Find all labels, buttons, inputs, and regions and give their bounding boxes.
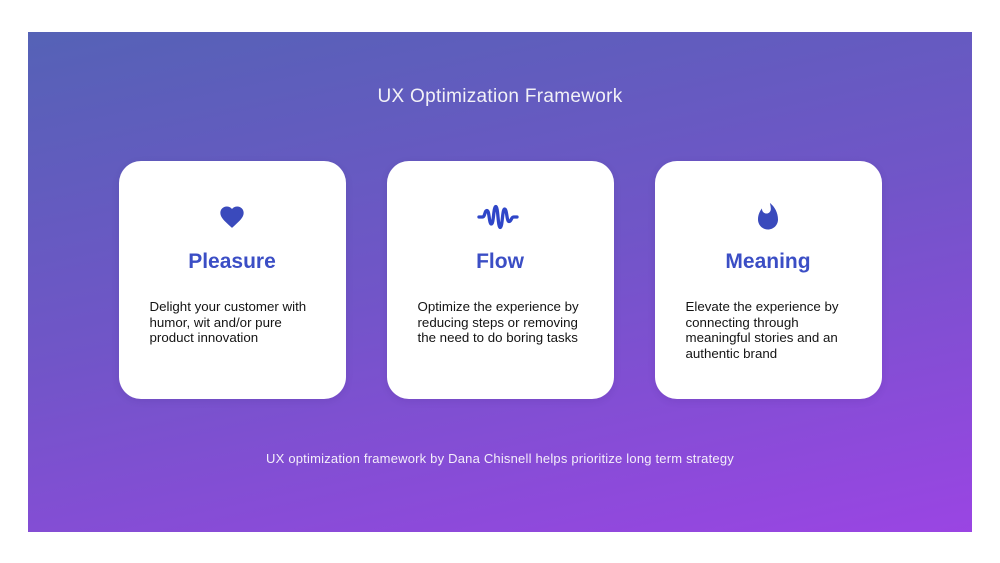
slide-background: UX Optimization Framework Pleasure Delig… [28, 32, 972, 532]
card-description-meaning: Elevate the experience by connecting thr… [685, 299, 839, 361]
card-title-pleasure: Pleasure [188, 250, 276, 273]
cards-row: Pleasure Delight your customer with humo… [28, 161, 972, 399]
card-title-meaning: Meaning [725, 250, 811, 273]
card-meaning: Meaning Elevate the experience by connec… [654, 161, 882, 399]
waveform-icon [476, 197, 524, 237]
card-flow: Flow Optimize the experience by reducing… [386, 161, 614, 399]
card-description-pleasure: Delight your customer with humor, wit an… [149, 299, 307, 345]
card-title-flow: Flow [476, 250, 524, 273]
slide-caption: UX optimization framework by Dana Chisne… [266, 451, 734, 466]
card-description-flow: Optimize the experience by reducing step… [417, 299, 579, 345]
heart-icon [217, 197, 247, 237]
card-pleasure: Pleasure Delight your customer with humo… [118, 161, 346, 399]
flame-icon [753, 197, 783, 237]
slide-title: UX Optimization Framework [377, 86, 623, 107]
